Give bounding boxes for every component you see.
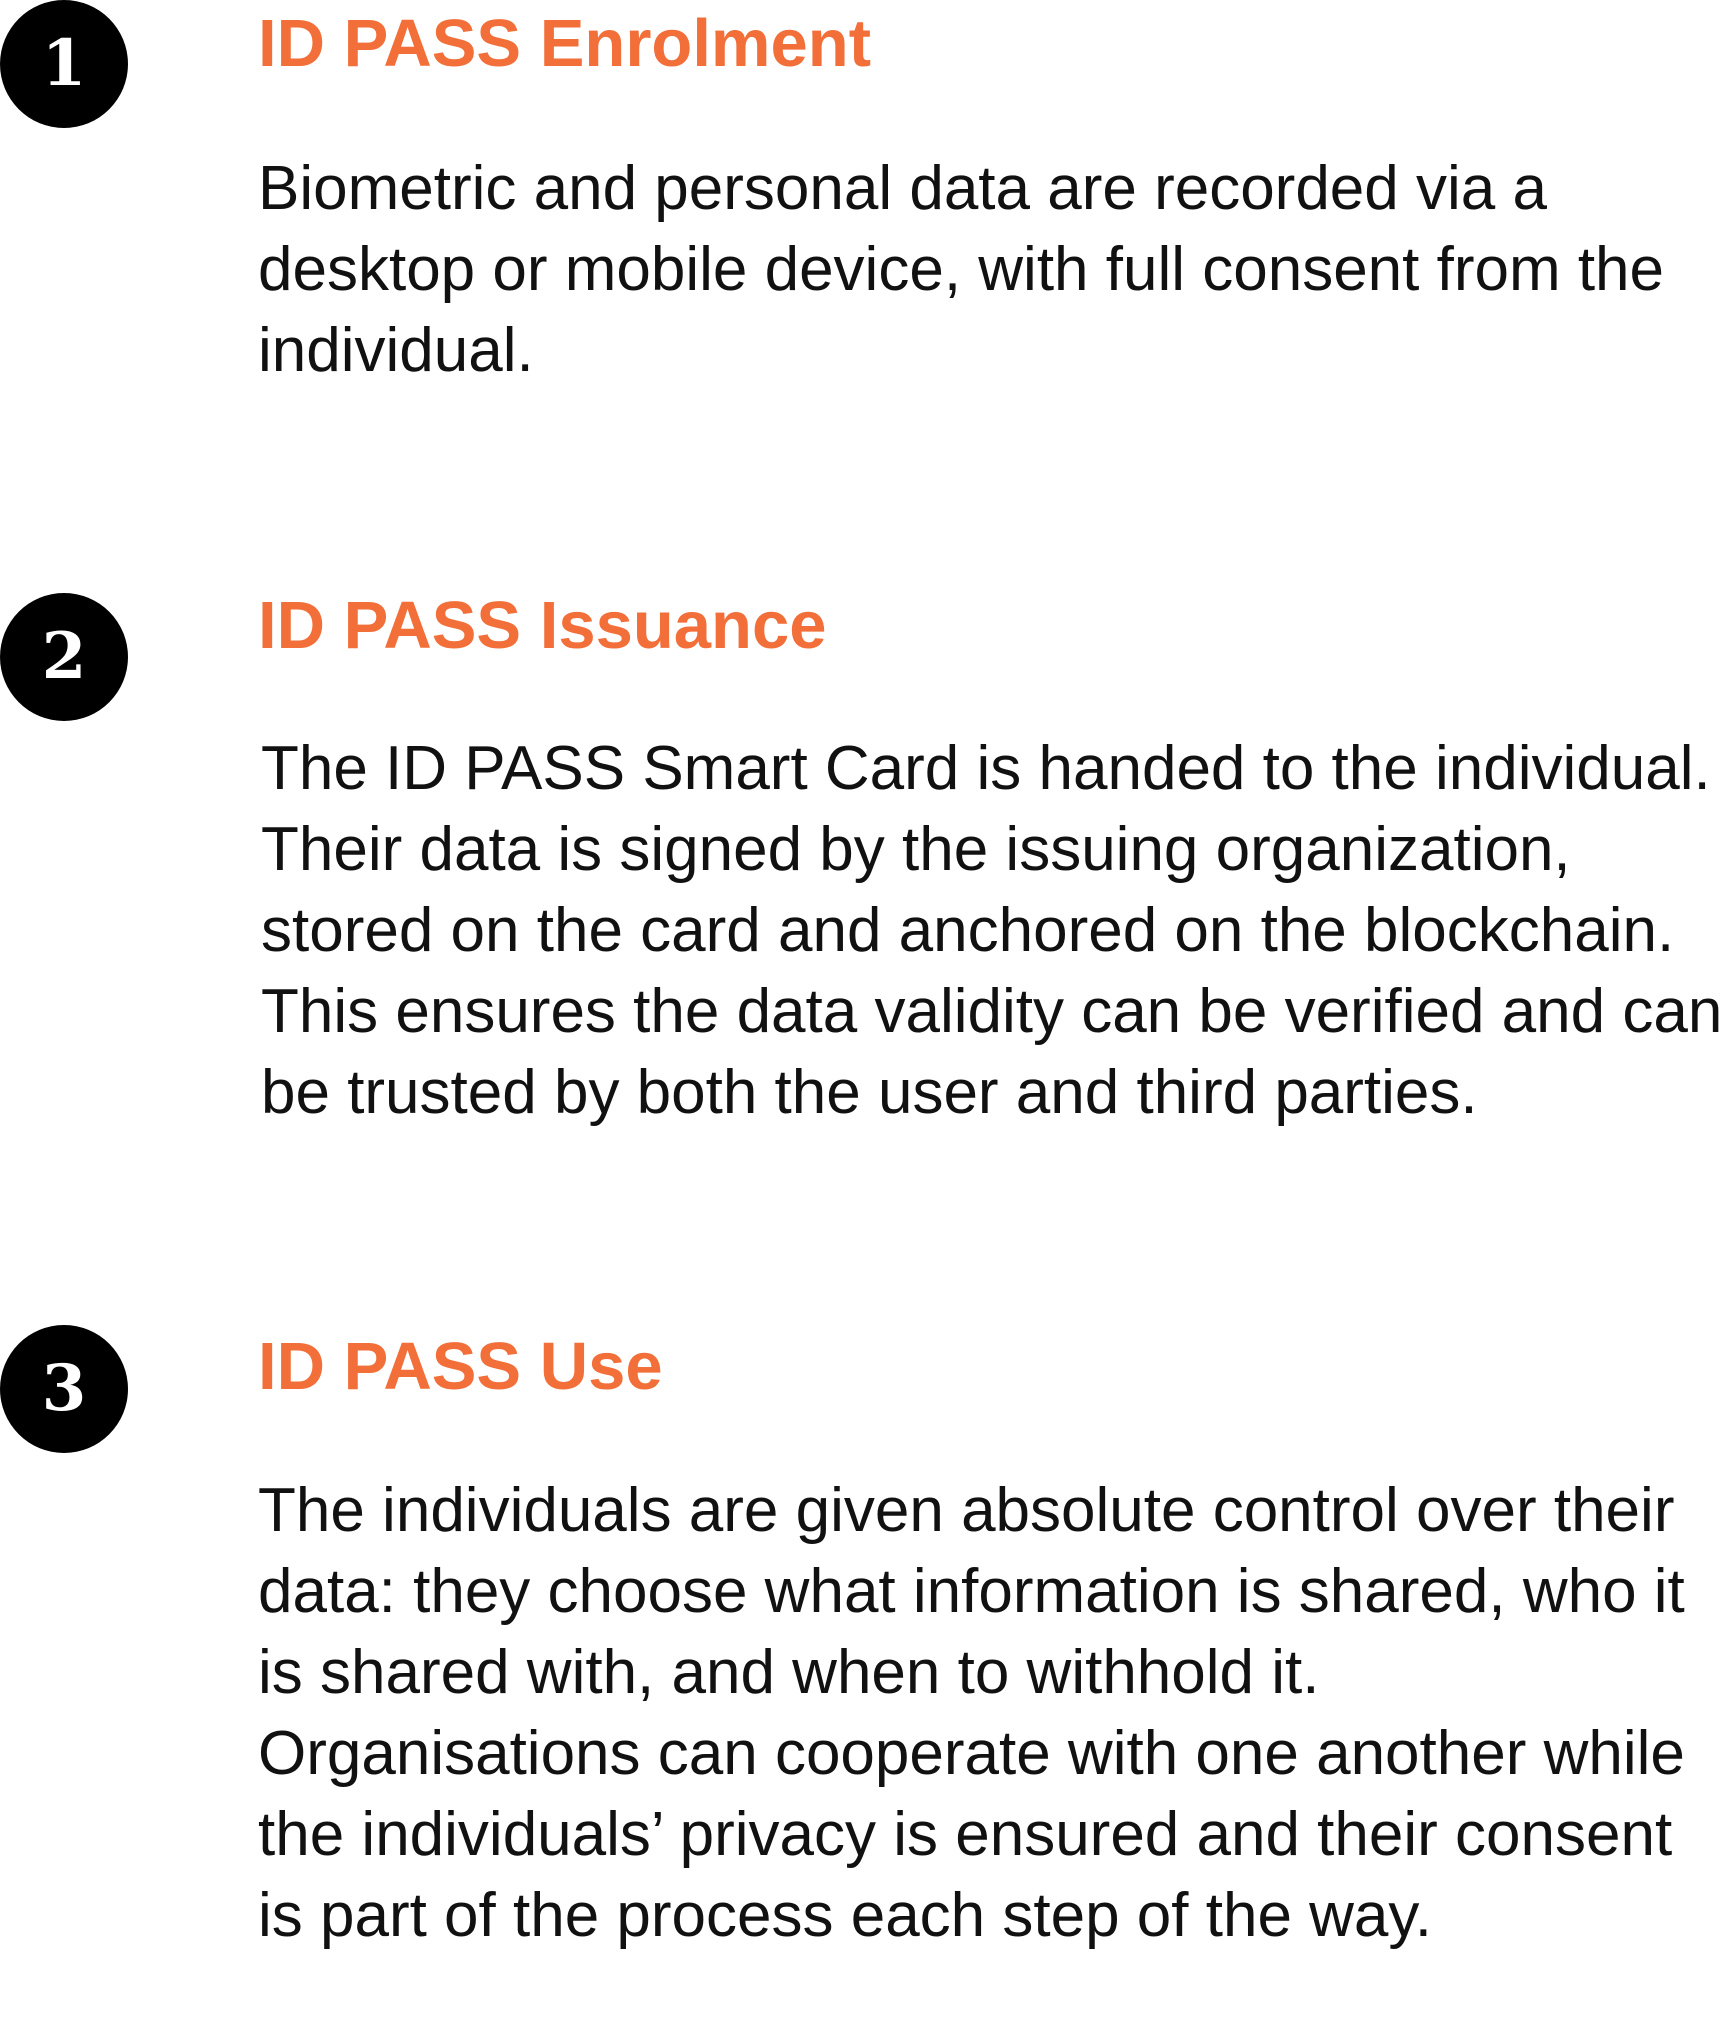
description-line: This ensures the data validity can be ve… (261, 977, 1723, 1046)
step-title: ID PASS Enrolment (258, 6, 872, 81)
description-line: is part of the process each step of the … (258, 1881, 1433, 1950)
step-title: ID PASS Issuance (258, 588, 827, 663)
step-description: The ID PASS Smart Card is handed to the … (261, 728, 1722, 1133)
description-line: The individuals are given absolute contr… (258, 1476, 1675, 1545)
description-line: Their data is signed by the issuing orga… (261, 815, 1571, 884)
step-title: ID PASS Use (258, 1329, 663, 1404)
step-description: The individuals are given absolute contr… (258, 1470, 1685, 1956)
description-line: data: they choose what information is sh… (258, 1557, 1685, 1626)
description-line: individual. (258, 316, 534, 385)
step-number-badge: 3 (0, 1325, 128, 1453)
description-line: Biometric and personal data are recorded… (258, 154, 1547, 223)
description-line: Organisations can cooperate with one ano… (258, 1719, 1685, 1788)
description-line: the individuals’ privacy is ensured and … (258, 1800, 1673, 1869)
description-line: The ID PASS Smart Card is handed to the … (261, 734, 1711, 803)
description-line: stored on the card and anchored on the b… (261, 896, 1675, 965)
step-number-badge: 1 (0, 0, 128, 128)
step-description: Biometric and personal data are recorded… (258, 148, 1664, 391)
description-line: is shared with, and when to withhold it. (258, 1638, 1320, 1707)
step-number-badge: 2 (0, 593, 128, 721)
description-line: desktop or mobile device, with full cons… (258, 235, 1665, 304)
description-line: be trusted by both the user and third pa… (261, 1058, 1478, 1127)
